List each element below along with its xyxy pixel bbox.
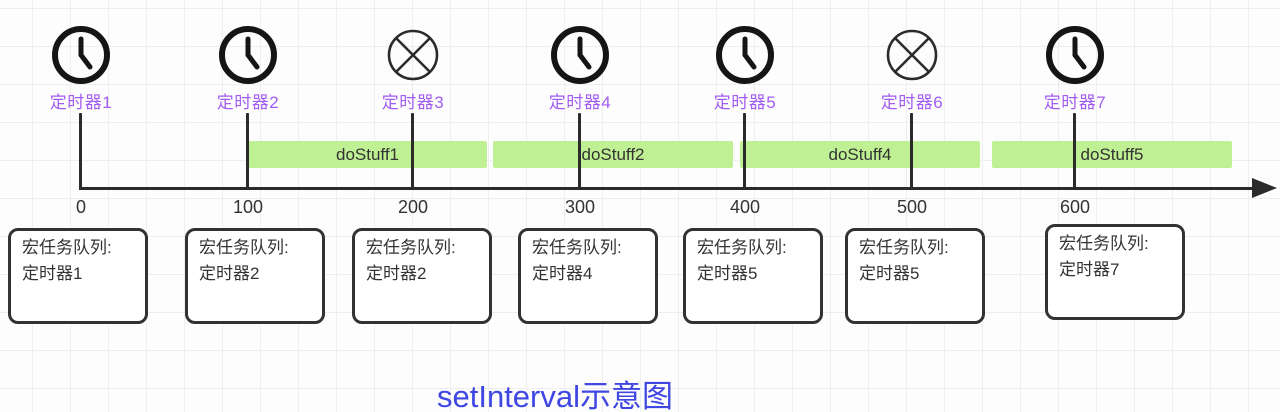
macro-task-queue-box: 宏任务队列: 定时器2 — [185, 228, 325, 324]
timer-label: 定时器7 — [1043, 93, 1107, 112]
axis-tick-label: 200 — [397, 197, 429, 217]
clock-icon — [219, 26, 277, 84]
crossed-circle-icon — [387, 29, 439, 81]
timer-label: 定时器4 — [548, 93, 612, 112]
axis-tick-label: 0 — [75, 197, 86, 217]
timeline-arrow-icon — [1252, 178, 1277, 198]
timer-5: 定时器5 — [685, 26, 805, 189]
diagram-title: setInterval示意图 — [436, 379, 673, 412]
queue-heading: 宏任务队列: — [22, 238, 112, 257]
timer-stem — [411, 113, 414, 189]
queue-item: 定时器4 — [532, 263, 593, 283]
timer-stem — [1073, 113, 1076, 189]
timeline-axis — [79, 187, 1257, 190]
timer-label: 定时器2 — [216, 93, 280, 112]
queue-heading: 宏任务队列: — [859, 238, 949, 257]
task-bar: doStuff2 — [493, 141, 733, 168]
timer-label: 定时器3 — [381, 93, 445, 112]
queue-item: 定时器2 — [199, 263, 260, 283]
timer-stem — [246, 113, 249, 189]
queue-heading: 宏任务队列: — [366, 238, 456, 257]
timer-stem — [743, 113, 746, 189]
clock-icon — [551, 26, 609, 84]
clock-icon — [716, 26, 774, 84]
task-bar: doStuff4 — [740, 141, 980, 168]
clock-icon — [52, 26, 110, 84]
timer-4: 定时器4 — [520, 26, 640, 189]
timer-label: 定时器5 — [713, 93, 777, 112]
queue-item: 定时器1 — [22, 263, 83, 283]
axis-tick-label: 300 — [564, 197, 596, 217]
queue-heading: 宏任务队列: — [532, 238, 622, 257]
macro-task-queue-box: 宏任务队列: 定时器2 — [352, 228, 492, 324]
queue-heading: 宏任务队列: — [199, 238, 289, 257]
axis-tick-label: 600 — [1059, 197, 1091, 217]
queue-heading: 宏任务队列: — [697, 238, 787, 257]
clock-icon — [1046, 26, 1104, 84]
timer-6: 定时器6 — [852, 26, 972, 189]
timer-2: 定时器2 — [188, 26, 308, 189]
macro-task-queue-box: 宏任务队列: 定时器5 — [683, 228, 823, 324]
macro-task-queue-box: 宏任务队列: 定时器4 — [518, 228, 658, 324]
queue-item: 定时器5 — [697, 263, 758, 283]
task-bar: doStuff1 — [248, 141, 487, 168]
macro-task-queue-box: 宏任务队列: 定时器5 — [845, 228, 985, 324]
queue-item: 定时器7 — [1059, 259, 1120, 279]
crossed-circle-icon — [886, 29, 938, 81]
timer-stem — [910, 113, 913, 189]
timer-1: 定时器1 — [21, 26, 141, 189]
queue-heading: 宏任务队列: — [1059, 234, 1149, 253]
macro-task-queue-box: 宏任务队列: 定时器7 — [1045, 224, 1185, 320]
axis-tick-label: 400 — [729, 197, 761, 217]
timer-stem — [79, 113, 82, 189]
axis-tick-label: 500 — [896, 197, 928, 217]
macro-task-queue-box: 宏任务队列: 定时器1 — [8, 228, 148, 324]
timer-7: 定时器7 — [1015, 26, 1135, 189]
queue-item: 定时器2 — [366, 263, 427, 283]
queue-item: 定时器5 — [859, 263, 920, 283]
axis-tick-label: 100 — [232, 197, 264, 217]
task-bar: doStuff5 — [992, 141, 1232, 168]
timer-label: 定时器6 — [880, 93, 944, 112]
timer-3: 定时器3 — [353, 26, 473, 189]
timer-label: 定时器1 — [49, 93, 113, 112]
timer-stem — [578, 113, 581, 189]
